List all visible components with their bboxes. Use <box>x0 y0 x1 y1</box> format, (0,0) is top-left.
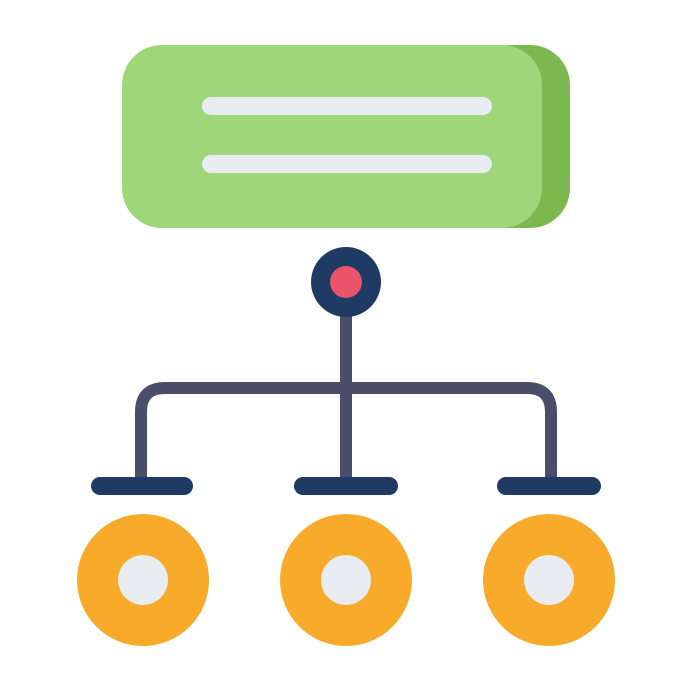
root-node-dot <box>330 266 362 298</box>
header-box-front <box>122 45 542 228</box>
header-box <box>122 45 570 228</box>
child-node-left-inner <box>118 555 168 605</box>
child-node-center <box>280 514 412 646</box>
child-node-center-inner <box>321 555 371 605</box>
child-node-right <box>483 514 615 646</box>
connector-branch <box>135 382 557 484</box>
child-node-left <box>77 514 209 646</box>
root-node <box>311 247 381 317</box>
child-node-right-inner <box>524 555 574 605</box>
